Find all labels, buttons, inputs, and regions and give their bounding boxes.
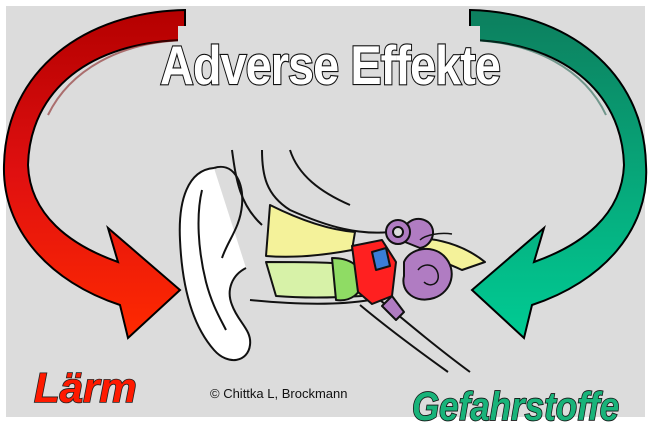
left-label-noise: Lärm	[34, 364, 137, 411]
diagram-title: Adverse Effekte	[160, 35, 500, 96]
left-curved-arrow	[4, 10, 185, 338]
ear-illustration	[180, 150, 485, 372]
copyright-credit: © Chittka L, Brockmann	[210, 384, 400, 404]
right-label-hazardous-substances: Gefahrstoffe	[412, 384, 619, 423]
